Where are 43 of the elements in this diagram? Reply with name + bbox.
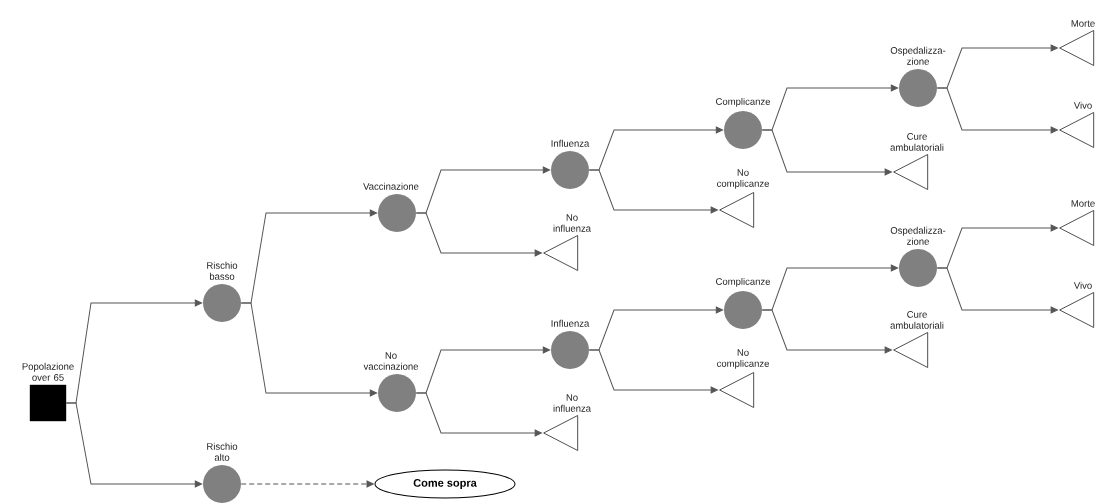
arrow xyxy=(936,87,1058,134)
node-label: Morte xyxy=(1071,20,1095,27)
node-label: Influenza xyxy=(551,139,590,147)
terminal-triangle: No influenza xyxy=(543,214,591,271)
terminal-triangle: Morte xyxy=(1059,20,1095,66)
arrow xyxy=(415,392,542,437)
arrow xyxy=(415,212,542,257)
node-label: Complicanze xyxy=(716,97,771,107)
terminal-triangle: No complicanze xyxy=(717,169,769,228)
arrow xyxy=(588,349,718,394)
node-label: Vivo xyxy=(1073,101,1092,109)
arrow xyxy=(761,309,892,354)
terminal-triangle: Morte xyxy=(1059,200,1095,246)
arrow xyxy=(936,267,1058,314)
terminal-triangle: No complicanze xyxy=(717,349,769,408)
terminal-triangle: No influenza xyxy=(543,394,591,451)
decision-square: Popolazione over 65 xyxy=(22,362,74,422)
arrow xyxy=(240,480,374,488)
node-label: Vivo xyxy=(1073,281,1092,289)
node-label: Ospedalizza- zione xyxy=(890,226,946,245)
terminal-triangle: Vivo xyxy=(1059,101,1095,148)
node-label: Morte xyxy=(1071,200,1095,207)
arrow xyxy=(65,402,203,488)
node-label: Influenza xyxy=(551,319,590,327)
node-label: Ospedalizza- zione xyxy=(890,46,946,65)
terminal-triangle: Cure ambulatoriali xyxy=(890,133,944,190)
arrow xyxy=(761,129,892,176)
node-label: Vaccinazione xyxy=(363,182,419,190)
terminal-triangle: Cure ambulatoriali xyxy=(890,311,944,368)
node-label: Cure ambulatoriali xyxy=(890,133,944,151)
node-label: Rischio alto xyxy=(207,442,238,461)
arrow xyxy=(240,302,378,397)
node-label: Rischio basso xyxy=(207,261,238,280)
node-label: Cure ambulatoriali xyxy=(890,311,944,329)
node-label: No influenza xyxy=(553,214,592,232)
node-label: No complicanze xyxy=(717,169,769,189)
node-label: No influenza xyxy=(553,394,592,412)
terminal-triangle: Vivo xyxy=(1059,281,1095,328)
node-label: No vaccinazione xyxy=(363,352,419,370)
node-label: Popolazione over 65 xyxy=(22,362,74,381)
node-label: Complicanze xyxy=(716,277,771,287)
arrow xyxy=(588,169,718,214)
node-label: No complicanze xyxy=(717,349,769,369)
